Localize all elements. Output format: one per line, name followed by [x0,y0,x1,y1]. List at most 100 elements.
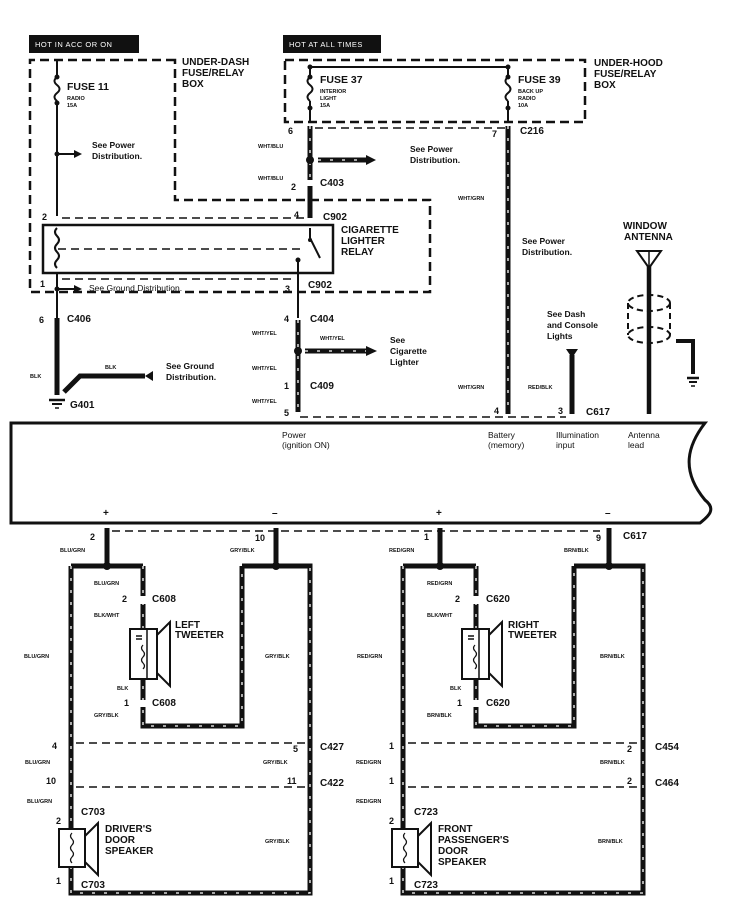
pin-1-c608: 1 [124,698,129,708]
see-cigarette-lighter-2[interactable]: Cigarette [390,346,427,356]
see-power-distribution-1a[interactable]: See Power [92,140,136,150]
see-power-distribution-2a[interactable]: See Power [410,144,454,154]
relay-label-1: CIGARETTE [341,225,399,236]
polarity-plus-2: + [436,508,442,519]
wire-label-wht-blu-1: WHT/BLU [258,144,283,150]
wire-label-blu-grn-4: BLU/GRN [25,760,50,766]
see-ground-distribution-2[interactable]: Distribution. [166,372,216,382]
connector-c608-bottom: C608 [152,698,176,709]
see-cigarette-lighter-3[interactable]: Lighter [390,357,419,367]
drivers-speaker-label-2: DOOR [105,835,136,846]
wire-label-blk-wht-2: BLK/WHT [427,613,453,619]
see-power-distribution-3b[interactable]: Distribution. [522,247,572,257]
pin-3-c617: 3 [558,406,563,416]
connector-c422: C422 [320,778,344,789]
passenger-speaker-label-3: DOOR [438,846,469,857]
see-power-distribution-1b[interactable]: Distribution. [92,151,142,161]
pin-1-c620: 1 [457,698,462,708]
pin-6-c216: 6 [288,126,293,136]
wire-label-gry-blk-4: GRY/BLK [263,760,288,766]
connector-c617-bottom: C617 [623,531,647,542]
polarity-minus-1: – [272,508,278,519]
connector-c617-top: C617 [586,407,610,418]
header-hot-all-times: HOT AT ALL TIMES [283,35,381,53]
pin-1-c454: 1 [389,741,394,751]
passenger-speaker-label-1: FRONT [438,824,472,835]
see-ground-distribution-1[interactable]: See Ground [166,361,214,371]
input-illum-1: Illumination [556,430,599,440]
fuse-37 [306,64,314,122]
wire-label-wht-grn-1: WHT/GRN [458,196,484,202]
wire-label-wht-yel-3: WHT/YEL [252,366,277,372]
input-antenna-1: Antenna [628,430,660,440]
under-dash-label-2: FUSE/RELAY [182,68,245,79]
connector-c216: C216 [520,126,544,137]
left-tweeter-label-2: TWEETER [175,630,225,641]
audio-unit-outline [9,421,713,525]
pin-1-c703: 1 [56,876,61,886]
see-dash-console-2[interactable]: and Console [547,320,598,330]
pin-11-c422: 11 [287,776,297,786]
right-tweeter-icon [461,619,503,689]
see-ground-distribution-inline[interactable]: See Ground Distribution. [89,283,182,293]
see-power-distribution-3a[interactable]: See Power [522,236,566,246]
pin-6-c406: 6 [39,315,44,325]
wire-label-blk-1: BLK [30,374,41,380]
pin-10-c422: 10 [46,776,56,786]
wire-label-red-grn-2: RED/GRN [427,581,452,587]
antenna-label-2: ANTENNA [624,232,673,243]
arrow-right-icon [74,150,82,158]
arrow-right-icon [366,346,377,356]
see-power-distribution-2b[interactable]: Distribution. [410,155,460,165]
under-hood-label-1: UNDER-HOOD [594,58,663,69]
wire-label-blu-grn-2: BLU/GRN [94,581,119,587]
wire-label-gry-blk-5: GRY/BLK [265,839,290,845]
ground-icon [687,376,699,387]
under-dash-label-3: BOX [182,79,204,90]
fuse-37-label: FUSE 37 [320,74,363,86]
pin-9-c617-out: 9 [596,533,601,543]
wire-label-red-grn-1: RED/GRN [389,548,414,554]
antenna-icon [627,250,695,414]
right-tweeter-label-1: RIGHT [508,620,539,631]
drivers-speaker-label-1: DRIVER'S [105,824,152,835]
pin-3-c902: 3 [285,284,290,294]
see-dash-console-3[interactable]: Lights [547,331,573,341]
see-cigarette-lighter-1[interactable]: See [390,335,405,345]
cigarette-lighter-relay [41,223,335,275]
connector-c464: C464 [655,778,679,789]
connector-c620-top: C620 [486,594,510,605]
wire-label-brn-blk-5: BRN/BLK [598,839,623,845]
relay-label-2: LIGHTER [341,236,386,247]
under-hood-label-2: FUSE/RELAY [594,69,657,80]
wire-label-wht-yel-4: WHT/YEL [252,399,277,405]
wire-label-wht-grn-2: WHT/GRN [458,385,484,391]
pin-2-c617-out: 2 [90,532,95,542]
relay-label-3: RELAY [341,247,374,258]
connector-c406: C406 [67,314,91,325]
wire-label-gry-blk-1: GRY/BLK [230,548,255,554]
pin-2-c403: 2 [291,182,296,192]
left-tweeter-label-1: LEFT [175,620,200,631]
fuse-37-desc1: INTERIOR [320,89,346,95]
pin-4-c902: 4 [294,210,299,220]
fuse-39-desc2: RADIO [518,96,536,102]
connector-c723-bottom: C723 [414,880,438,891]
connector-g401: G401 [70,400,95,411]
right-tweeter-label-2: TWEETER [508,630,558,641]
fuse-39 [504,64,512,122]
wire-label-blu-grn-5: BLU/GRN [27,799,52,805]
connector-c723-top: C723 [414,807,438,818]
wire-label-brn-blk-4: BRN/BLK [600,760,625,766]
under-hood-label-3: BOX [594,80,616,91]
wire-label-blu-grn-3: BLU/GRN [24,654,49,660]
pin-1-c617-out: 1 [424,532,429,542]
connector-c409: C409 [310,381,334,392]
wire-label-blk-3: BLK [117,686,128,692]
input-battery-2: (memory) [488,440,525,450]
see-dash-console-1[interactable]: See Dash [547,309,585,319]
ground-icon [49,398,65,409]
input-power-1: Power [282,430,306,440]
polarity-plus-1: + [103,508,109,519]
